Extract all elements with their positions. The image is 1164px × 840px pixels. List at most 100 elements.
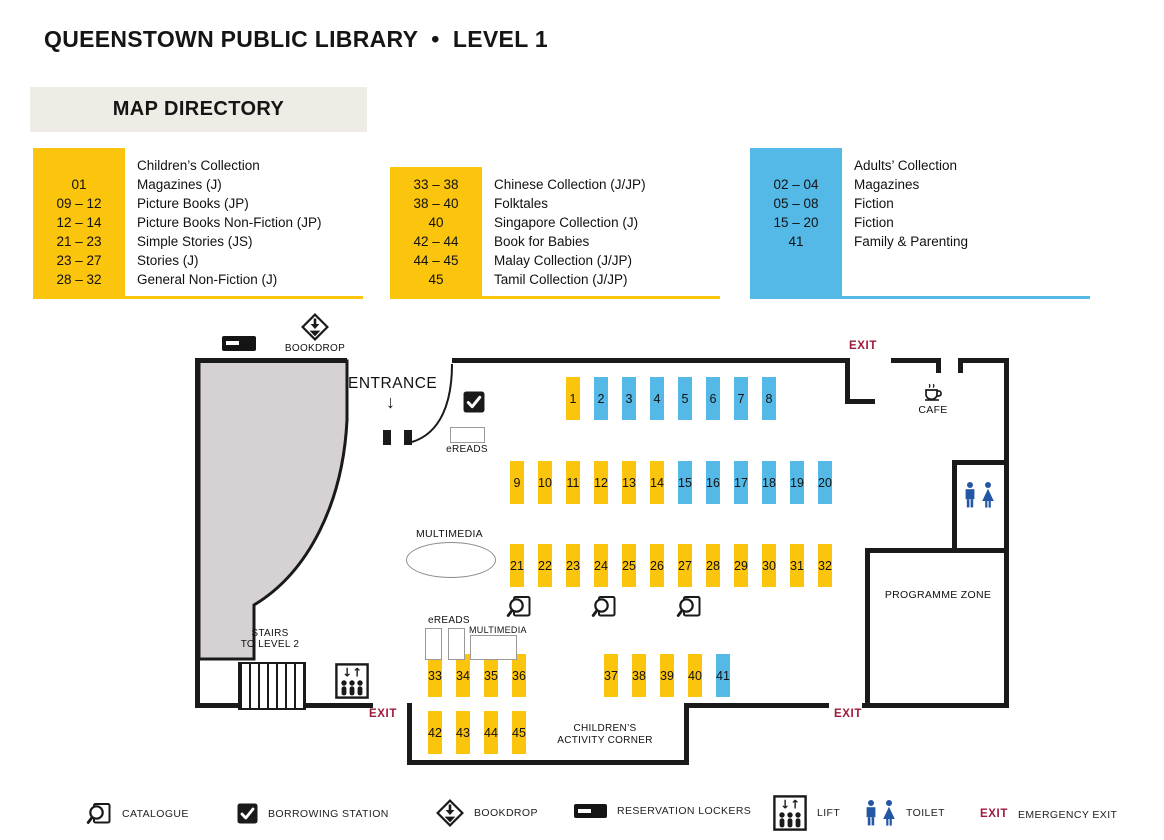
legend-emergency-exit-label: EMERGENCY EXIT — [1018, 809, 1118, 821]
shelf-16: 16 — [706, 461, 720, 504]
wall-segment — [195, 358, 347, 363]
shelf-19: 19 — [790, 461, 804, 504]
shelf-7: 7 — [734, 377, 748, 420]
borrowing-station-icon — [463, 391, 485, 413]
bookdrop-icon — [301, 313, 329, 341]
wall-segment — [407, 703, 412, 765]
entrance-label: ENTRANCE — [348, 375, 438, 392]
directory-range: 05 – 08 — [773, 196, 819, 211]
wall-segment — [684, 703, 689, 765]
shelf-33: 33 — [428, 654, 442, 697]
shelf-38: 38 — [632, 654, 646, 697]
shelf-17: 17 — [734, 461, 748, 504]
directory-row: 15 – 20 Fiction — [750, 213, 1090, 232]
stairs-icon — [238, 662, 306, 710]
number-column-background — [33, 148, 125, 296]
directory-label: Picture Books Non-Fiction (JP) — [137, 215, 322, 230]
directory-row: 40 Singapore Collection (J) — [390, 213, 720, 232]
directory-range: 09 – 12 — [56, 196, 102, 211]
toilet-man-icon — [965, 482, 975, 508]
directory-row: 41 Family & Parenting — [750, 232, 1090, 251]
catalogue-icon — [591, 595, 617, 619]
directory-range: 44 – 45 — [413, 253, 459, 268]
legend-label: RESERVATION LOCKERS — [617, 805, 752, 817]
stairs-label-line2: TO LEVEL 2 — [240, 639, 300, 650]
directory-row: 05 – 08 Fiction — [750, 194, 1090, 213]
svg-text:↓↑: ↓↑ — [780, 798, 800, 812]
wall-segment — [961, 358, 1009, 363]
shelf-3: 3 — [622, 377, 636, 420]
stairs-label-line1: STAIRS — [251, 628, 289, 639]
legend-item-lift: ↓↑ LIFT — [773, 795, 840, 831]
multimedia-oval — [406, 542, 496, 578]
shelf-28: 28 — [706, 544, 720, 587]
directory-label: Simple Stories (JS) — [137, 234, 253, 249]
directory-label: Malay Collection (J/JP) — [494, 253, 633, 268]
wall-segment — [452, 358, 845, 363]
legend-item-bookdrop: BOOKDROP — [436, 799, 538, 827]
toilet-woman-icon — [982, 482, 994, 508]
directory-range: 42 – 44 — [413, 234, 459, 249]
entrance-gate-post — [404, 430, 412, 445]
shelf-2: 2 — [594, 377, 608, 420]
svg-text:↓↑: ↓↑ — [342, 666, 362, 680]
childrens-corner-line1: CHILDREN’S — [573, 723, 637, 734]
directory-range: 45 — [428, 272, 444, 287]
shelf-22: 22 — [538, 544, 552, 587]
exit-label-bottom-right: EXIT — [834, 708, 862, 720]
wall-segment — [952, 460, 957, 552]
directory-range: 21 – 23 — [56, 234, 102, 249]
toilet-man-icon — [866, 800, 876, 826]
directory-label: Magazines — [854, 177, 920, 192]
stairs-label: STAIRS TO LEVEL 2 — [232, 628, 308, 650]
directory-range: 38 – 40 — [413, 196, 459, 211]
wall-segment — [845, 399, 875, 404]
directory-group-childrens-2: 33 – 38 Chinese Collection (J/JP) 38 – 4… — [390, 167, 720, 299]
directory-row: 42 – 44 Book for Babies — [390, 232, 720, 251]
shelf-45: 45 — [512, 711, 526, 754]
shelf-10: 10 — [538, 461, 552, 504]
shelf-14: 14 — [650, 461, 664, 504]
directory-label: General Non-Fiction (J) — [137, 272, 278, 287]
gray-zone-shape — [197, 359, 349, 661]
shelf-6: 6 — [706, 377, 720, 420]
shelf-20: 20 — [818, 461, 832, 504]
wall-segment — [407, 760, 689, 765]
group-underline — [390, 296, 720, 299]
directory-range: 23 – 27 — [56, 253, 102, 268]
page-title: QUEENSTOWN PUBLIC LIBRARY • LEVEL 1 — [44, 26, 548, 52]
directory-range: 41 — [788, 234, 804, 249]
toilet-icon — [865, 800, 896, 826]
legend-label: LIFT — [817, 807, 841, 819]
directory-row: 45 Tamil Collection (J/JP) — [390, 270, 720, 289]
shelf-27: 27 — [678, 544, 692, 587]
shelf-21: 21 — [510, 544, 524, 587]
shelf-41: 41 — [716, 654, 730, 697]
wall-segment — [684, 703, 829, 708]
entrance-gate-post — [383, 430, 391, 445]
directory-label: Family & Parenting — [854, 234, 969, 249]
directory-range: 01 — [71, 177, 87, 192]
bookdrop-icon — [436, 799, 464, 827]
directory-label: Fiction — [854, 215, 894, 230]
shelf-12: 12 — [594, 461, 608, 504]
legend-label: BOOKDROP — [474, 807, 538, 819]
directory-row: 02 – 04 Magazines — [750, 175, 1090, 194]
directory-group-childrens: Children’s Collection 01 Magazines (J) 0… — [33, 148, 363, 299]
exit-label-bottom-left: EXIT — [369, 708, 397, 720]
shelf-11: 11 — [566, 461, 580, 504]
shelf-32: 32 — [818, 544, 832, 587]
directory-row: 21 – 23 Simple Stories (JS) — [33, 232, 363, 251]
directory-label: Singapore Collection (J) — [494, 215, 639, 230]
cafe-label: CAFE — [918, 404, 948, 416]
directory-range: 33 – 38 — [413, 177, 459, 192]
directory-row: 09 – 12 Picture Books (JP) — [33, 194, 363, 213]
directory-label: Children’s Collection — [137, 158, 260, 173]
directory-label: Magazines (J) — [137, 177, 222, 192]
directory-row: 38 – 40 Folktales — [390, 194, 720, 213]
map-directory-heading: MAP DIRECTORY — [30, 87, 367, 132]
shelf-44: 44 — [484, 711, 498, 754]
shelf-25: 25 — [622, 544, 636, 587]
exit-label-top: EXIT — [849, 340, 877, 352]
